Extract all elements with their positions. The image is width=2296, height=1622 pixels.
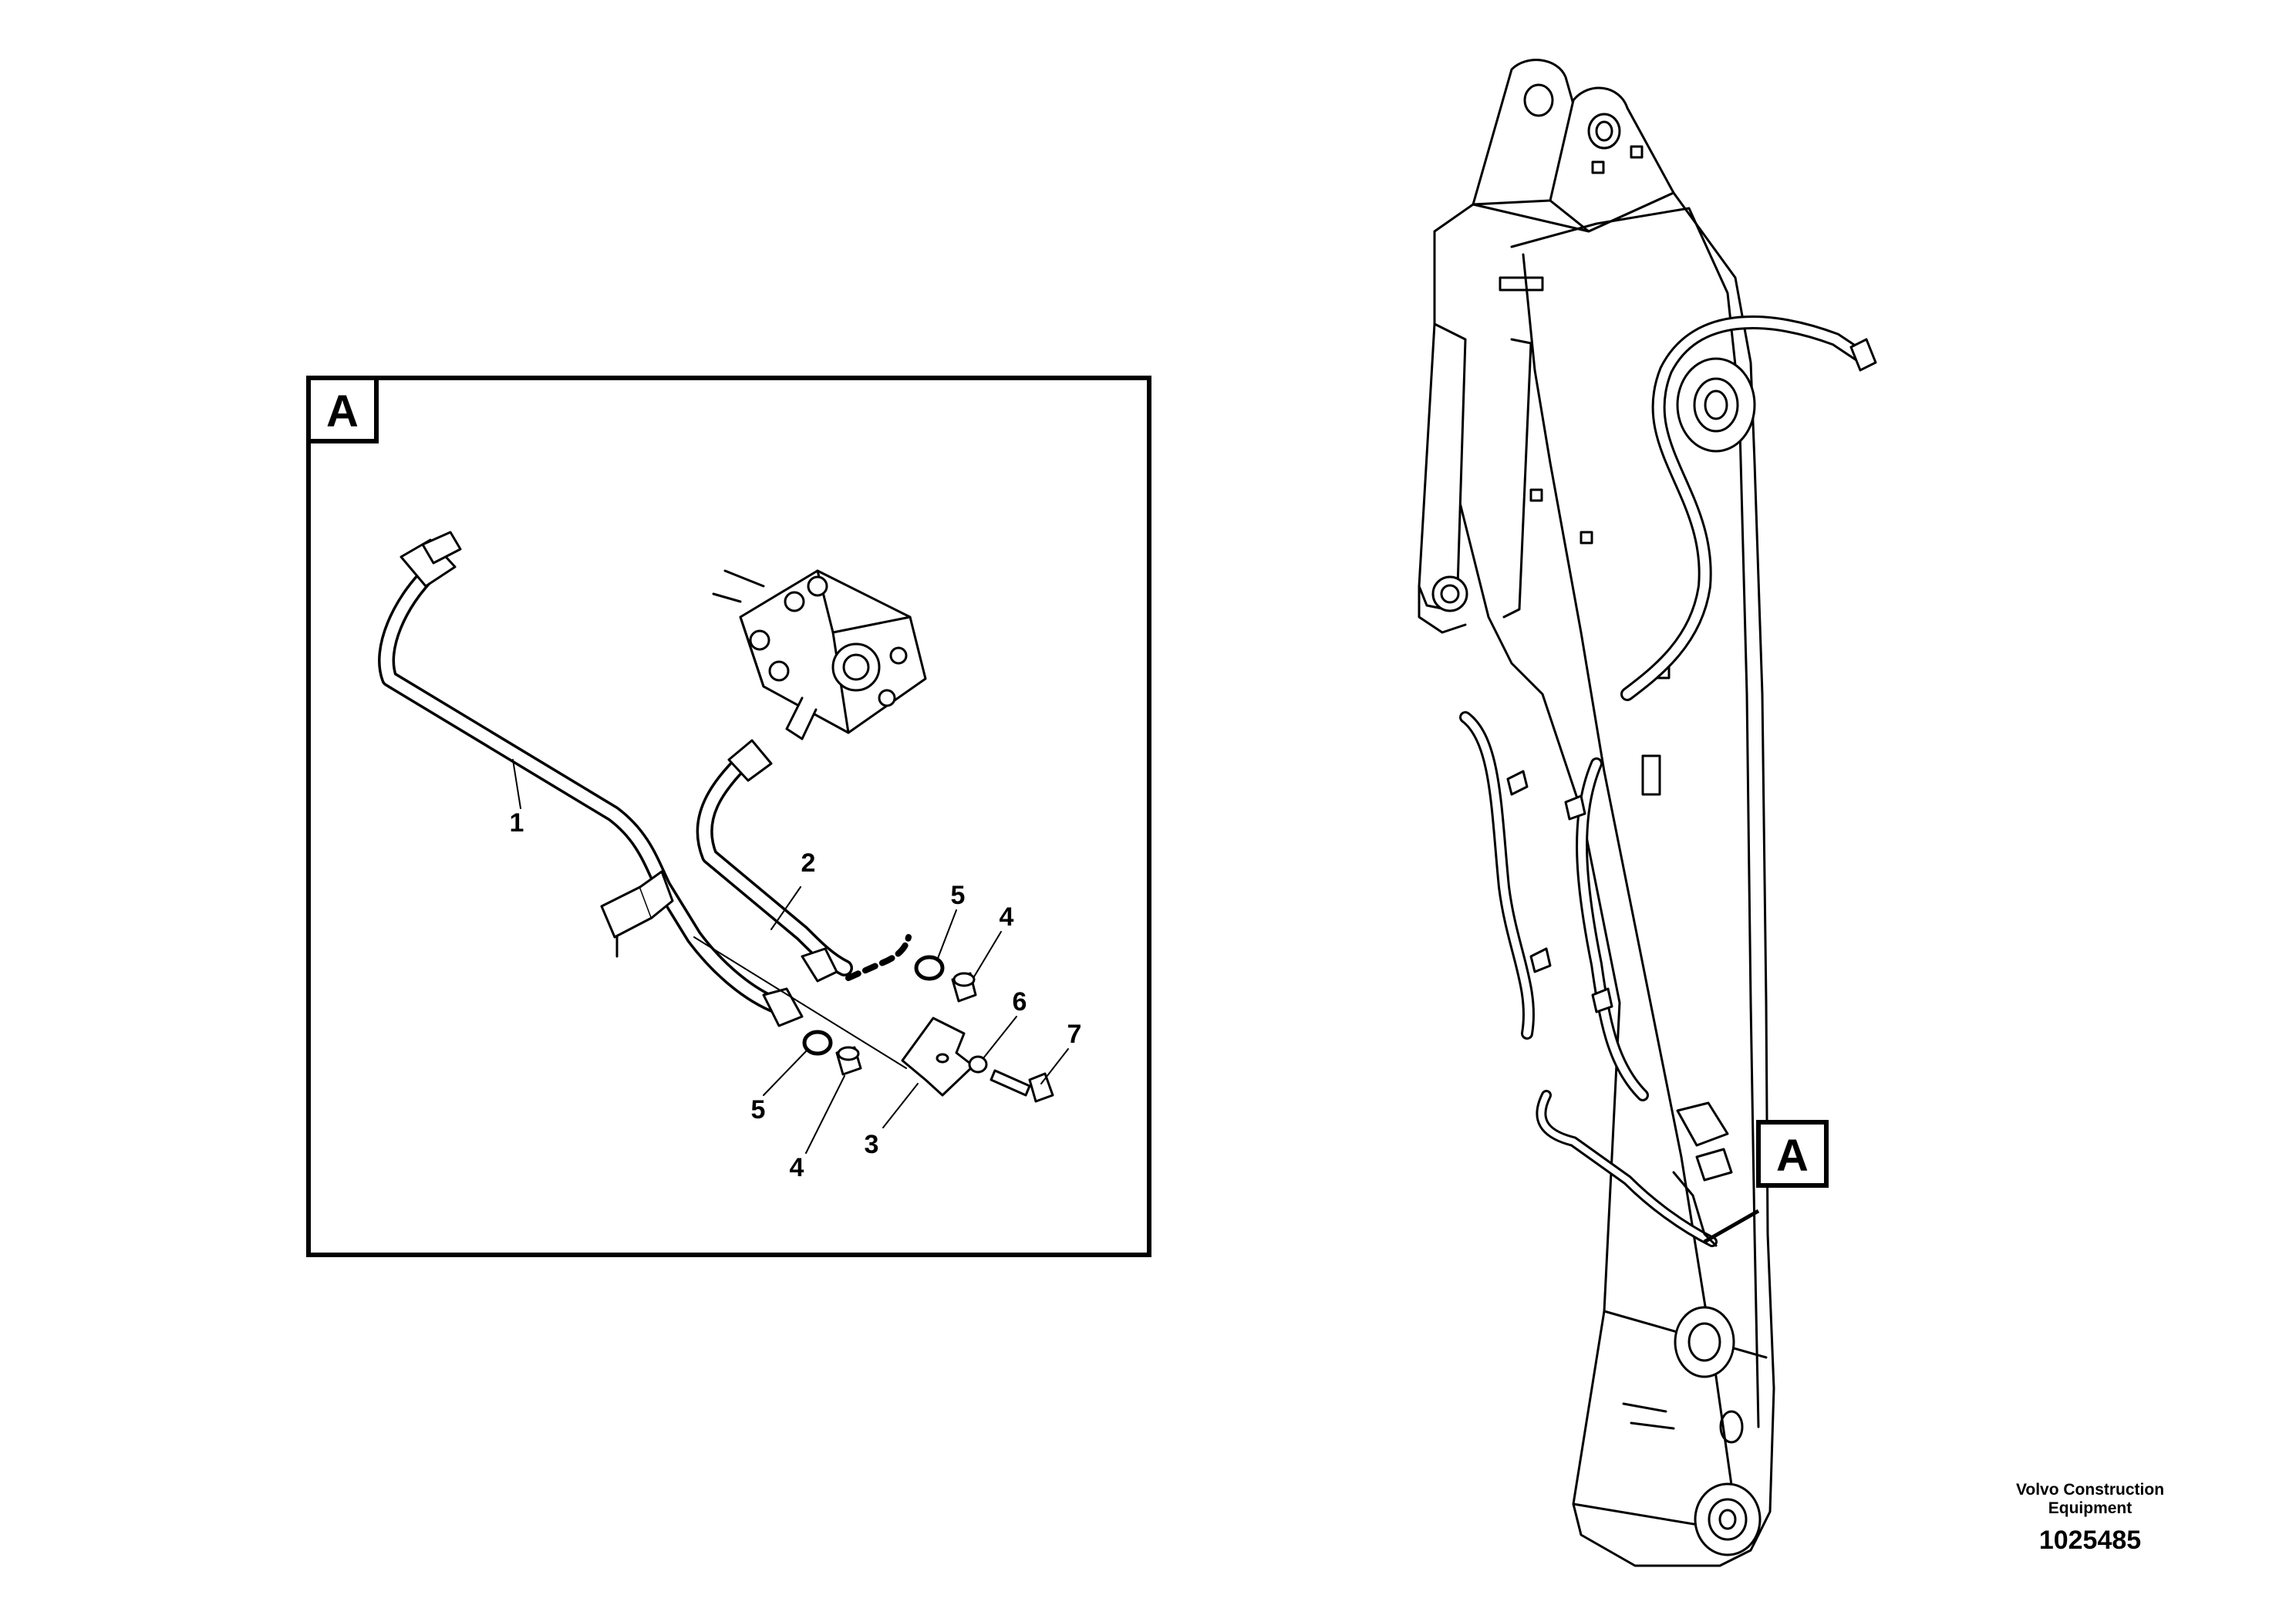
detail-a-label: A <box>326 386 359 437</box>
drawing-number: 1025485 <box>2038 1526 2142 1555</box>
pipe-1 <box>378 531 804 1027</box>
bolt-7 <box>990 1069 1054 1103</box>
boom-assembly <box>1418 59 1877 1567</box>
valve-block <box>712 569 927 740</box>
callout-6: 6 <box>1013 987 1027 1017</box>
o-ring-5-upper <box>914 955 945 981</box>
detail-a-panel: A <box>306 376 1151 1257</box>
plug-4-lower <box>835 1046 862 1076</box>
callout-4-lower: 4 <box>790 1153 804 1182</box>
boom-bracket <box>600 870 674 958</box>
callout-4-upper: 4 <box>1000 902 1014 932</box>
detail-a-parts <box>378 531 1069 1154</box>
washer-6 <box>968 1055 988 1074</box>
callout-2: 2 <box>801 848 816 878</box>
callout-7: 7 <box>1067 1020 1082 1049</box>
clamp-3 <box>901 1017 975 1097</box>
boom-tag-a: A <box>1703 1120 1829 1244</box>
callout-5-upper: 5 <box>951 881 966 910</box>
brand-block: Volvo Construction Equipment 1025485 <box>1963 1481 2217 1556</box>
o-ring-5-lower <box>802 1030 833 1056</box>
callout-3: 3 <box>865 1130 879 1159</box>
callout-5-lower: 5 <box>751 1095 766 1125</box>
callout-1: 1 <box>510 808 524 838</box>
boom-a-label: A <box>1776 1131 1809 1181</box>
brand-line-2: Equipment <box>2048 1499 2132 1517</box>
pipe-2 <box>696 739 853 983</box>
brand-line-1: Volvo Construction <box>2015 1481 2165 1499</box>
plug-4-upper <box>951 972 977 1003</box>
leader-lines <box>512 759 1069 1154</box>
